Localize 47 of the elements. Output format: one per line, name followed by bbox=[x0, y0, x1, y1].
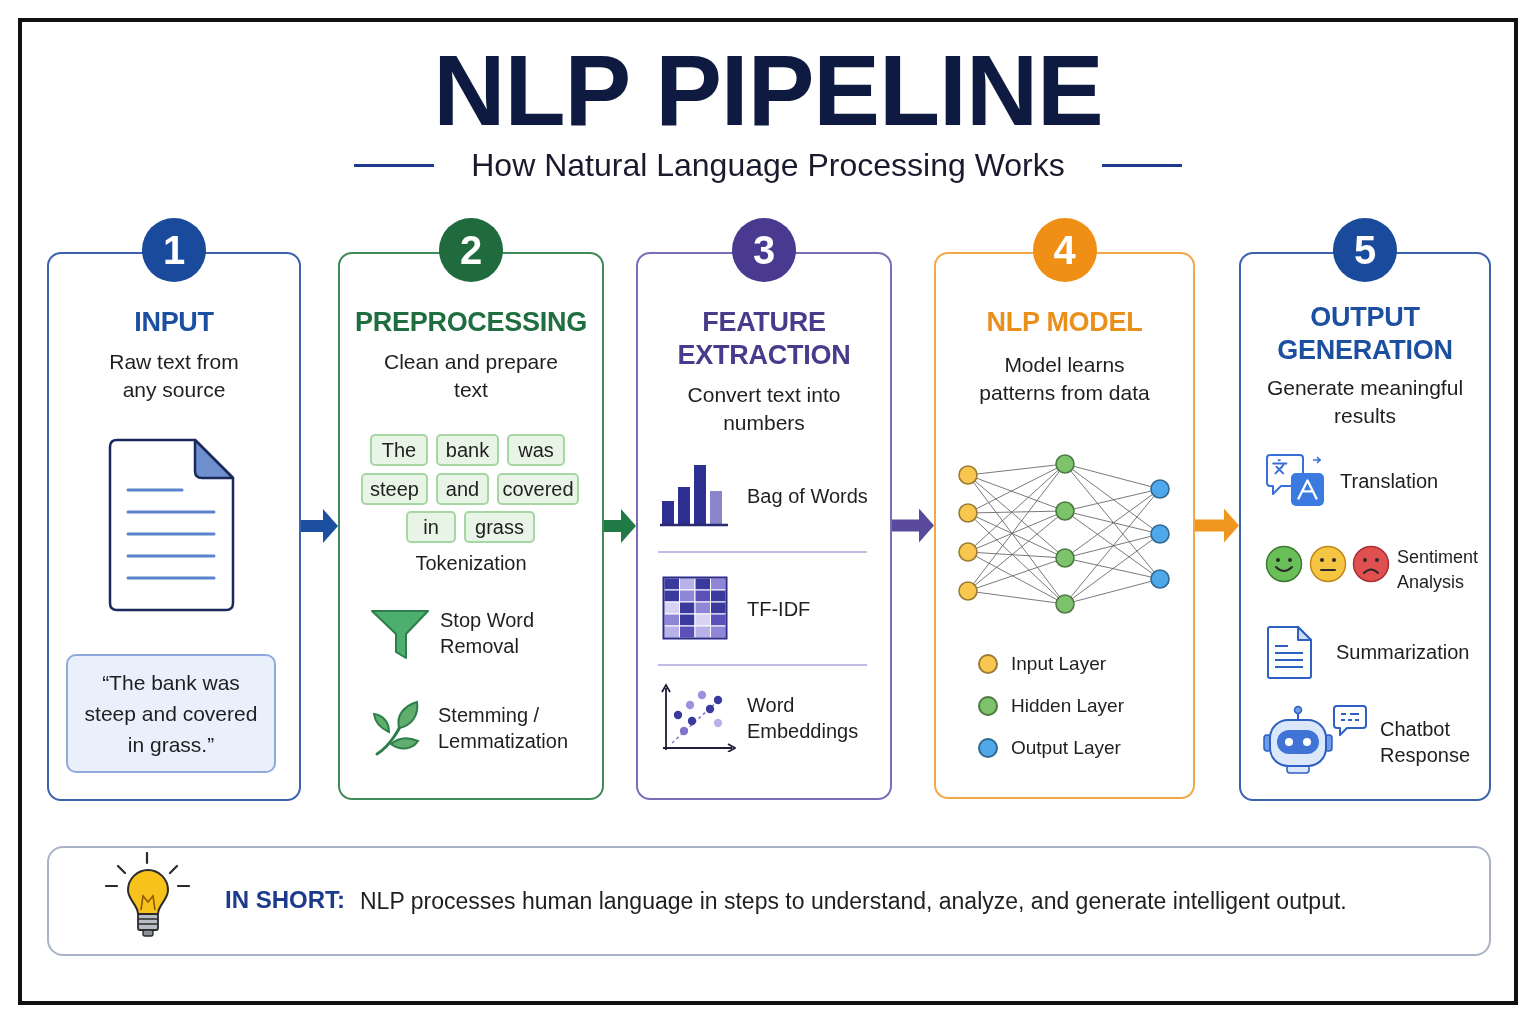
flow-arrow bbox=[301, 509, 338, 543]
step-number: 5 bbox=[1333, 218, 1397, 282]
technique-label: Word Embeddings bbox=[747, 693, 860, 744]
step-description: Generate meaningful results bbox=[1265, 375, 1465, 429]
subtitle: How Natural Language Processing Works bbox=[471, 146, 1065, 184]
example-sentence: “The bank was steep and covered in grass.” bbox=[83, 670, 259, 758]
legend-label: Hidden Layer bbox=[1011, 694, 1125, 718]
summary-panel bbox=[47, 846, 1491, 956]
legend-label: Input Layer bbox=[1011, 652, 1107, 676]
step-title: INPUT bbox=[133, 306, 215, 339]
flow-arrow bbox=[604, 509, 636, 543]
word-token: was bbox=[507, 434, 565, 466]
output-label: Translation bbox=[1340, 469, 1440, 494]
technique-label: Bag of Words bbox=[747, 484, 869, 509]
step-number: 2 bbox=[439, 218, 503, 282]
example-sentence-panel bbox=[66, 654, 276, 773]
output-label: Chatbot Response bbox=[1380, 717, 1472, 768]
step-number: 4 bbox=[1032, 218, 1097, 282]
step-title: OUTPUT GENERATION bbox=[1276, 301, 1454, 367]
output-label: Summarization bbox=[1336, 640, 1471, 665]
flow-arrow bbox=[892, 508, 934, 543]
step-number: 3 bbox=[732, 218, 796, 282]
step-description: Clean and prepare text bbox=[383, 349, 559, 403]
technique-label: Stemming / Lemmatization bbox=[438, 703, 570, 754]
word-token: bank bbox=[436, 434, 499, 466]
flow-arrow bbox=[1195, 508, 1239, 543]
word-token: and bbox=[436, 473, 489, 505]
step-description: Model learns patterns from data bbox=[978, 352, 1151, 406]
step-description: Raw text from any source bbox=[108, 349, 240, 403]
step-title: PREPROCESSING bbox=[353, 306, 588, 339]
word-token: in bbox=[406, 511, 456, 543]
step-title: FEATURE EXTRACTION bbox=[676, 306, 852, 372]
main-title: NLP PIPELINE bbox=[433, 40, 1103, 140]
summary-heading: IN SHORT: bbox=[225, 886, 345, 914]
technique-label: Tokenization bbox=[414, 551, 528, 576]
step-description: Convert text into numbers bbox=[686, 382, 842, 436]
output-label: Sentiment Analysis bbox=[1397, 546, 1480, 594]
step-title: NLP MODEL bbox=[985, 306, 1144, 339]
step-number: 1 bbox=[142, 218, 206, 282]
word-token: steep bbox=[361, 473, 428, 505]
summary-text: NLP processes human language in steps to understand, analyze, and generate intelligent output. bbox=[360, 887, 1347, 915]
word-token: The bbox=[370, 434, 428, 466]
word-token: covered bbox=[497, 473, 579, 505]
legend-label: Output Layer bbox=[1011, 736, 1121, 760]
word-token: grass bbox=[464, 511, 535, 543]
technique-label: Stop Word Removal bbox=[440, 608, 536, 659]
technique-label: TF-IDF bbox=[747, 597, 812, 622]
